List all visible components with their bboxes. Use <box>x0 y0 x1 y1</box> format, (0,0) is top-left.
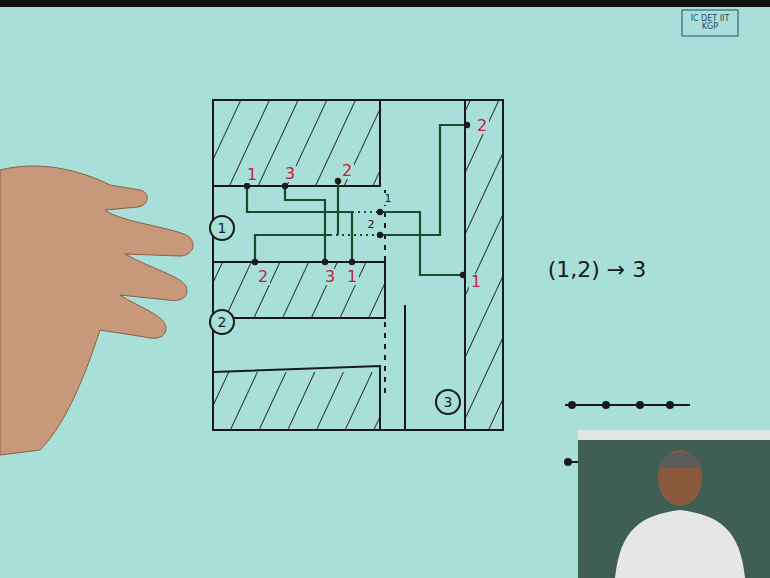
pin-dot <box>377 209 383 215</box>
pin-dot <box>377 232 383 238</box>
pin-dot <box>349 259 355 265</box>
terminal-number: 1 <box>383 193 394 205</box>
channel-number: 2 <box>218 315 227 329</box>
cell-block <box>213 372 380 430</box>
wire <box>255 235 330 262</box>
pin-number: 2 <box>340 163 354 180</box>
channel-number: 3 <box>444 395 453 409</box>
channel-circle: 3 <box>435 389 461 415</box>
cell-block <box>465 100 503 430</box>
cell-block <box>213 262 385 318</box>
channel-number: 1 <box>218 221 227 235</box>
pin-number: 2 <box>475 118 489 135</box>
wire <box>337 181 339 235</box>
channel-circle: 1 <box>209 215 235 241</box>
logo-frame <box>682 10 738 36</box>
channel-circle: 2 <box>209 309 235 335</box>
pin-number: 1 <box>469 274 483 291</box>
wire <box>380 125 467 235</box>
wire <box>247 186 352 262</box>
pin-number: 3 <box>323 269 337 286</box>
pin-dot <box>244 183 250 189</box>
pin-dot <box>464 122 470 128</box>
pin-number: 1 <box>245 167 259 184</box>
dotted-wire <box>352 211 380 213</box>
wire <box>285 186 325 262</box>
wire-layer <box>244 122 470 278</box>
logo-text: IC DET IIT KGP <box>683 15 737 32</box>
pin-dot <box>322 259 328 265</box>
pin-number: 1 <box>345 269 359 286</box>
dotted-wire <box>330 234 380 236</box>
net-note: (1,2) → 3 <box>546 258 649 281</box>
block-outlines <box>213 100 503 430</box>
pin-number: 3 <box>283 166 297 183</box>
video-inset <box>578 430 770 578</box>
top-bar <box>0 0 770 7</box>
pin-dot <box>460 272 466 278</box>
pin-dot <box>282 183 288 189</box>
pin-number: 2 <box>256 269 270 286</box>
pin-dot <box>252 259 258 265</box>
hand <box>0 166 193 455</box>
cell-block <box>213 100 380 186</box>
terminal-number: 2 <box>366 219 377 231</box>
wire <box>380 212 463 275</box>
